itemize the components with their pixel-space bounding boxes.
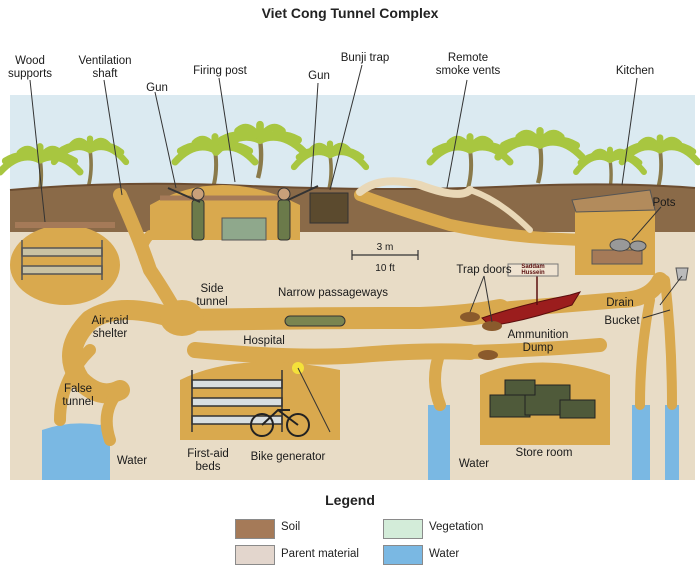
crawling-soldier xyxy=(285,316,345,326)
label-kitchen: Kitchen xyxy=(610,65,660,78)
label-bunji-trap: Bunji trap xyxy=(335,52,395,65)
label-air-raid-shelter: Air-raid shelter xyxy=(82,315,138,341)
label-bucket: Bucket xyxy=(600,315,644,328)
legend-swatch-vegetation xyxy=(383,519,423,539)
label-water-mid: Water xyxy=(452,458,496,471)
label-pots: Pots xyxy=(648,197,680,210)
water-right-2 xyxy=(665,405,679,480)
label-store-room: Store room xyxy=(508,447,580,460)
diagram-title: Viet Cong Tunnel Complex xyxy=(0,5,700,21)
label-narrow-passageways: Narrow passageways xyxy=(268,287,398,300)
legend-swatch-water xyxy=(383,545,423,565)
label-gun-right: Gun xyxy=(302,70,336,83)
kitchen-table xyxy=(592,250,642,264)
legend-swatch-parent-material xyxy=(235,545,275,565)
legend-label-vegetation: Vegetation xyxy=(429,521,483,533)
missile-sign-text: Saddam Hussein xyxy=(508,264,558,276)
legend-title: Legend xyxy=(0,492,700,508)
label-wood-supports: Wood supports xyxy=(5,55,55,81)
label-side-tunnel: Side tunnel xyxy=(190,283,234,309)
legend-label-parent-material: Parent material xyxy=(281,548,359,560)
label-scale-ft: 10 ft xyxy=(368,262,402,275)
bunji-trap-basket xyxy=(310,193,348,223)
label-remote-smoke-vents: Remote smoke vents xyxy=(428,52,508,78)
water-left xyxy=(42,420,110,480)
label-false-tunnel: False tunnel xyxy=(55,383,101,409)
water-right-1 xyxy=(632,405,650,480)
label-ammunition-dump: Ammunition Dump xyxy=(500,329,576,355)
label-trap-doors: Trap doors xyxy=(452,264,516,277)
ammo-crates xyxy=(222,218,266,240)
legend-label-soil: Soil xyxy=(281,521,300,533)
bucket xyxy=(676,268,688,280)
label-drain: Drain xyxy=(600,297,640,310)
label-bike-generator: Bike generator xyxy=(240,451,336,464)
label-gun-left: Gun xyxy=(140,82,174,95)
label-firing-post: Firing post xyxy=(185,65,255,78)
legend-swatch-soil xyxy=(235,519,275,539)
legend-label-water: Water xyxy=(429,548,459,560)
label-water-left: Water xyxy=(110,455,154,468)
label-first-aid-beds: First-aid beds xyxy=(180,448,236,474)
label-hospital: Hospital xyxy=(236,335,292,348)
pots xyxy=(610,239,646,251)
water-mid xyxy=(428,405,450,480)
air-raid-shelter-chamber xyxy=(10,225,120,305)
label-ventilation-shaft: Ventilation shaft xyxy=(70,55,140,81)
label-scale-m: 3 m xyxy=(368,241,402,254)
first-aid-beds xyxy=(192,370,282,432)
